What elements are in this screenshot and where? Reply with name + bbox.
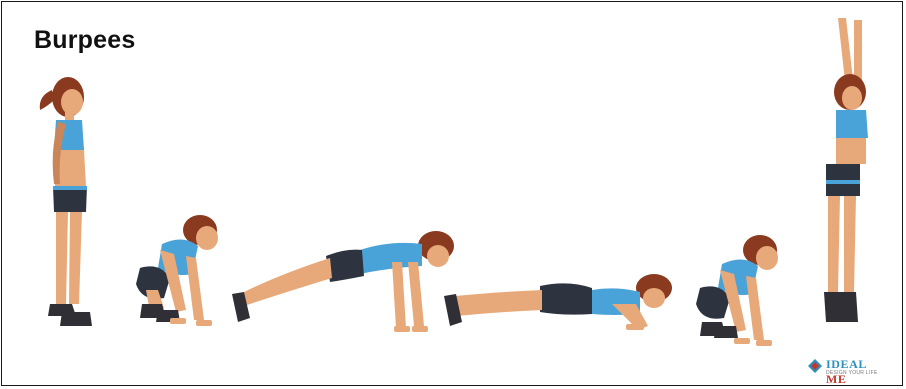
stage-pushup-figure [444,274,672,330]
diamond-logo-icon [808,359,822,373]
stage-squat-return-figure [696,235,778,346]
logo-word-ideal: IDEAL [826,357,866,371]
stage-plank-figure [232,231,454,332]
stage-standing-figure [40,77,92,326]
stage-squat-figure [136,215,218,326]
brand-logo: IDEAL ME DESIGN YOUR LIFE [808,357,886,379]
logo-tagline: DESIGN YOUR LIFE [826,370,878,376]
stage-jump-figure [824,18,868,322]
